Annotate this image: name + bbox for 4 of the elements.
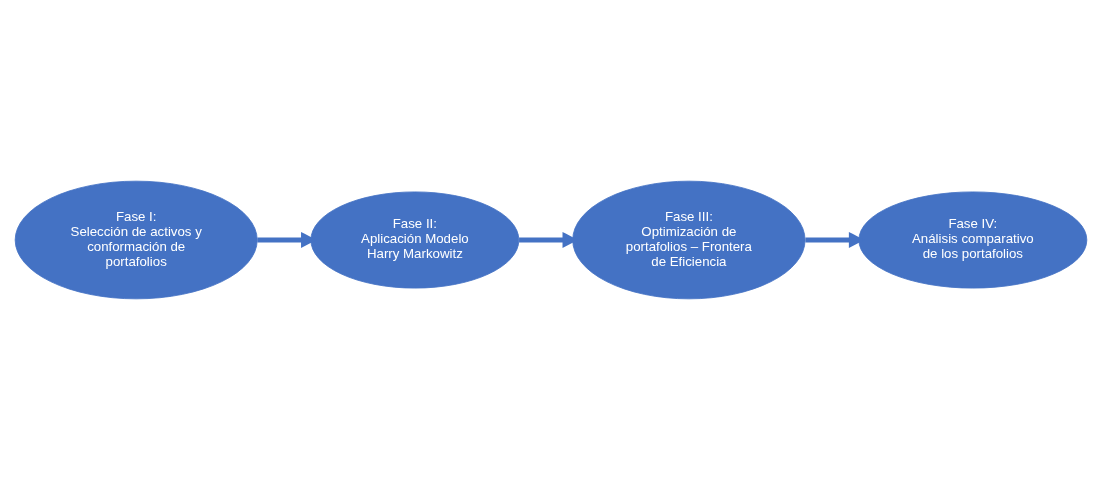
- node-ellipse: Fase I: Selección de activos y conformación de portafolios: [14, 180, 258, 300]
- node-ellipse: Fase III: Optimización de portafolios – Frontera de Eficiencia: [572, 180, 806, 300]
- node-ellipse: Fase II: Aplicación Modelo Harry Markowitz: [310, 191, 520, 289]
- node-ellipse: Fase IV: Análisis comparativo de los portafolios: [858, 191, 1088, 289]
